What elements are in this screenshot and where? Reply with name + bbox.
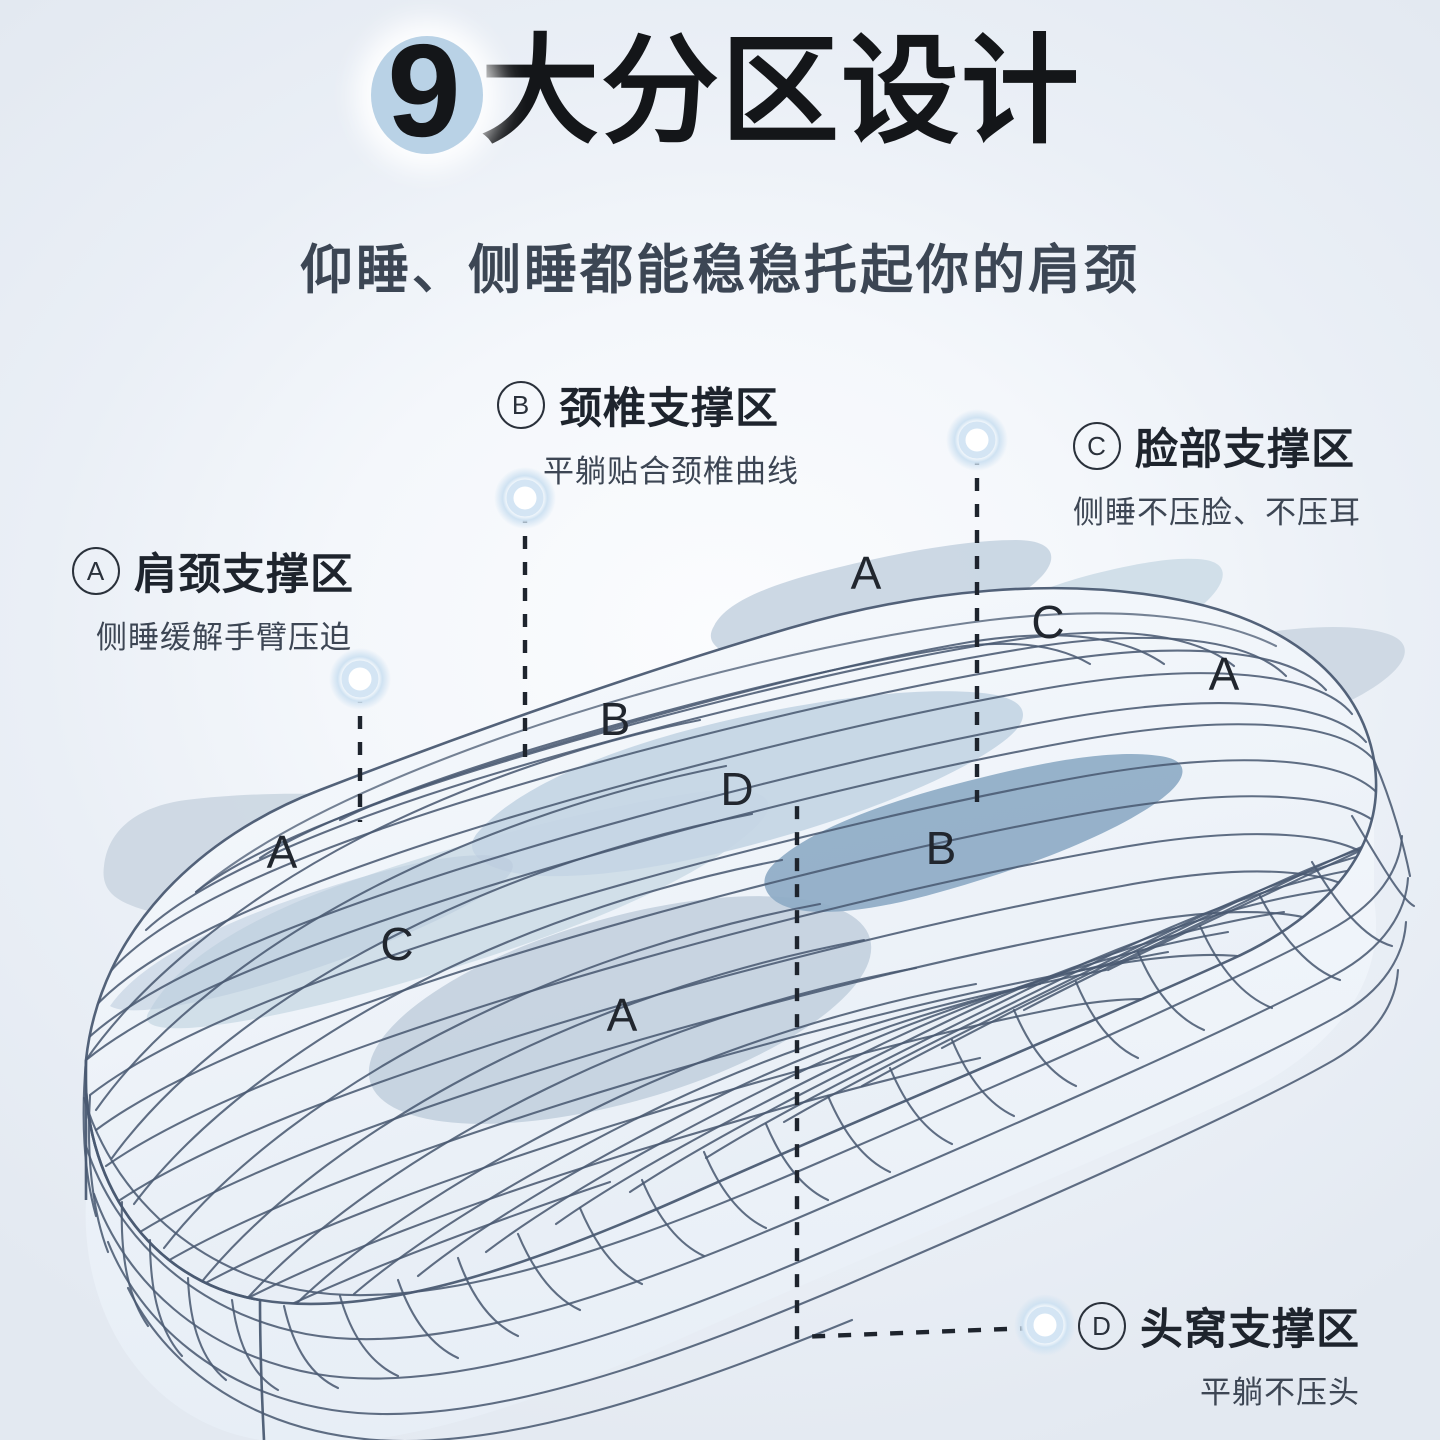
badge-number: 9: [387, 17, 460, 164]
pillow-mesh: [82, 612, 1416, 1440]
zone-letter-exploded-2: A: [851, 547, 882, 599]
leader-line-d: [794, 795, 1034, 1340]
callout-zone-c: C 脸部支撑区 侧睡不压脸、不压耳: [1073, 415, 1361, 532]
callout-c-title: 脸部支撑区: [1135, 426, 1355, 474]
callout-zone-a: A 肩颈支撑区 侧睡缓解手臂压迫: [72, 540, 354, 657]
marker-dot-d-core: [1026, 1306, 1064, 1344]
callout-d-title-row: D 头窝支撑区: [1078, 1295, 1360, 1357]
callout-c-subtitle: 侧睡不压脸、不压耳: [1073, 495, 1361, 530]
surface-zone-letters: C A D B: [380, 763, 956, 1041]
title-text: 大分区设计: [480, 26, 1081, 158]
callout-b-title-row: B 颈椎支撑区: [497, 374, 799, 436]
badge-circle-shape: [370, 36, 483, 154]
surface-zone-b: [764, 754, 1183, 912]
pillow-front-bands: [82, 834, 1410, 1440]
pillow-body: [82, 586, 1416, 1440]
marker-dot-c-core: [958, 421, 996, 459]
callout-zone-b: B 颈椎支撑区 平躺贴合颈椎曲线: [497, 374, 799, 491]
marker-dot-b-core: [506, 479, 544, 517]
pillow-front-face: [85, 760, 1377, 1440]
zone-letter-exploded-0: A: [267, 826, 298, 878]
callout-c-title-row: C 脸部支撑区: [1073, 415, 1361, 477]
callout-b-mark: B: [497, 381, 545, 429]
pillow-outline: [84, 586, 1378, 1306]
callout-a-title: 肩颈支撑区: [134, 551, 354, 599]
callout-zone-d: D 头窝支撑区 平躺不压头: [1078, 1295, 1360, 1412]
zone-letter-surface-0: C: [380, 918, 413, 970]
callout-d-subtitle: 平躺不压头: [1200, 1375, 1360, 1410]
callout-b-subtitle: 平躺贴合颈椎曲线: [543, 454, 799, 489]
marker-dot-a-core: [341, 660, 379, 698]
leader-lines: [357, 452, 1034, 1340]
title-number-badge: 9: [359, 20, 487, 170]
exploded-zone-letters: A B A C A: [267, 547, 1240, 878]
zone-markers: [329, 409, 1076, 1356]
callout-d-mark: D: [1078, 1302, 1126, 1350]
callout-a-subtitle: 侧睡缓解手臂压迫: [96, 620, 352, 655]
zone-letter-surface-1: A: [607, 989, 638, 1041]
zone-letter-exploded-3: C: [1031, 596, 1064, 648]
callout-a-mark: A: [72, 547, 120, 595]
zone-letter-exploded-4: A: [1209, 648, 1240, 700]
zone-letter-exploded-1: B: [600, 693, 631, 745]
callout-c-mark: C: [1073, 422, 1121, 470]
surface-zone-a-sliver: [110, 855, 513, 1011]
callout-a-title-row: A 肩颈支撑区: [72, 540, 354, 602]
zone-letter-surface-3: B: [926, 822, 957, 874]
zone-letter-surface-2: D: [720, 763, 753, 815]
page-subtitle: 仰睡、侧睡都能稳稳托起你的肩颈: [300, 241, 1140, 300]
surface-zone-a: [368, 896, 872, 1124]
callout-b-title: 颈椎支撑区: [559, 385, 779, 433]
page-title: 9 大分区设计: [0, 0, 1440, 190]
header: 9 大分区设计 仰睡、侧睡都能稳稳托起你的肩颈: [0, 0, 1440, 301]
pillow-back-ridge: [194, 612, 1278, 894]
surface-zone-d: [472, 691, 1023, 877]
callout-d-title: 头窝支撑区: [1140, 1306, 1360, 1354]
pillow-outline-front: [84, 1059, 266, 1440]
